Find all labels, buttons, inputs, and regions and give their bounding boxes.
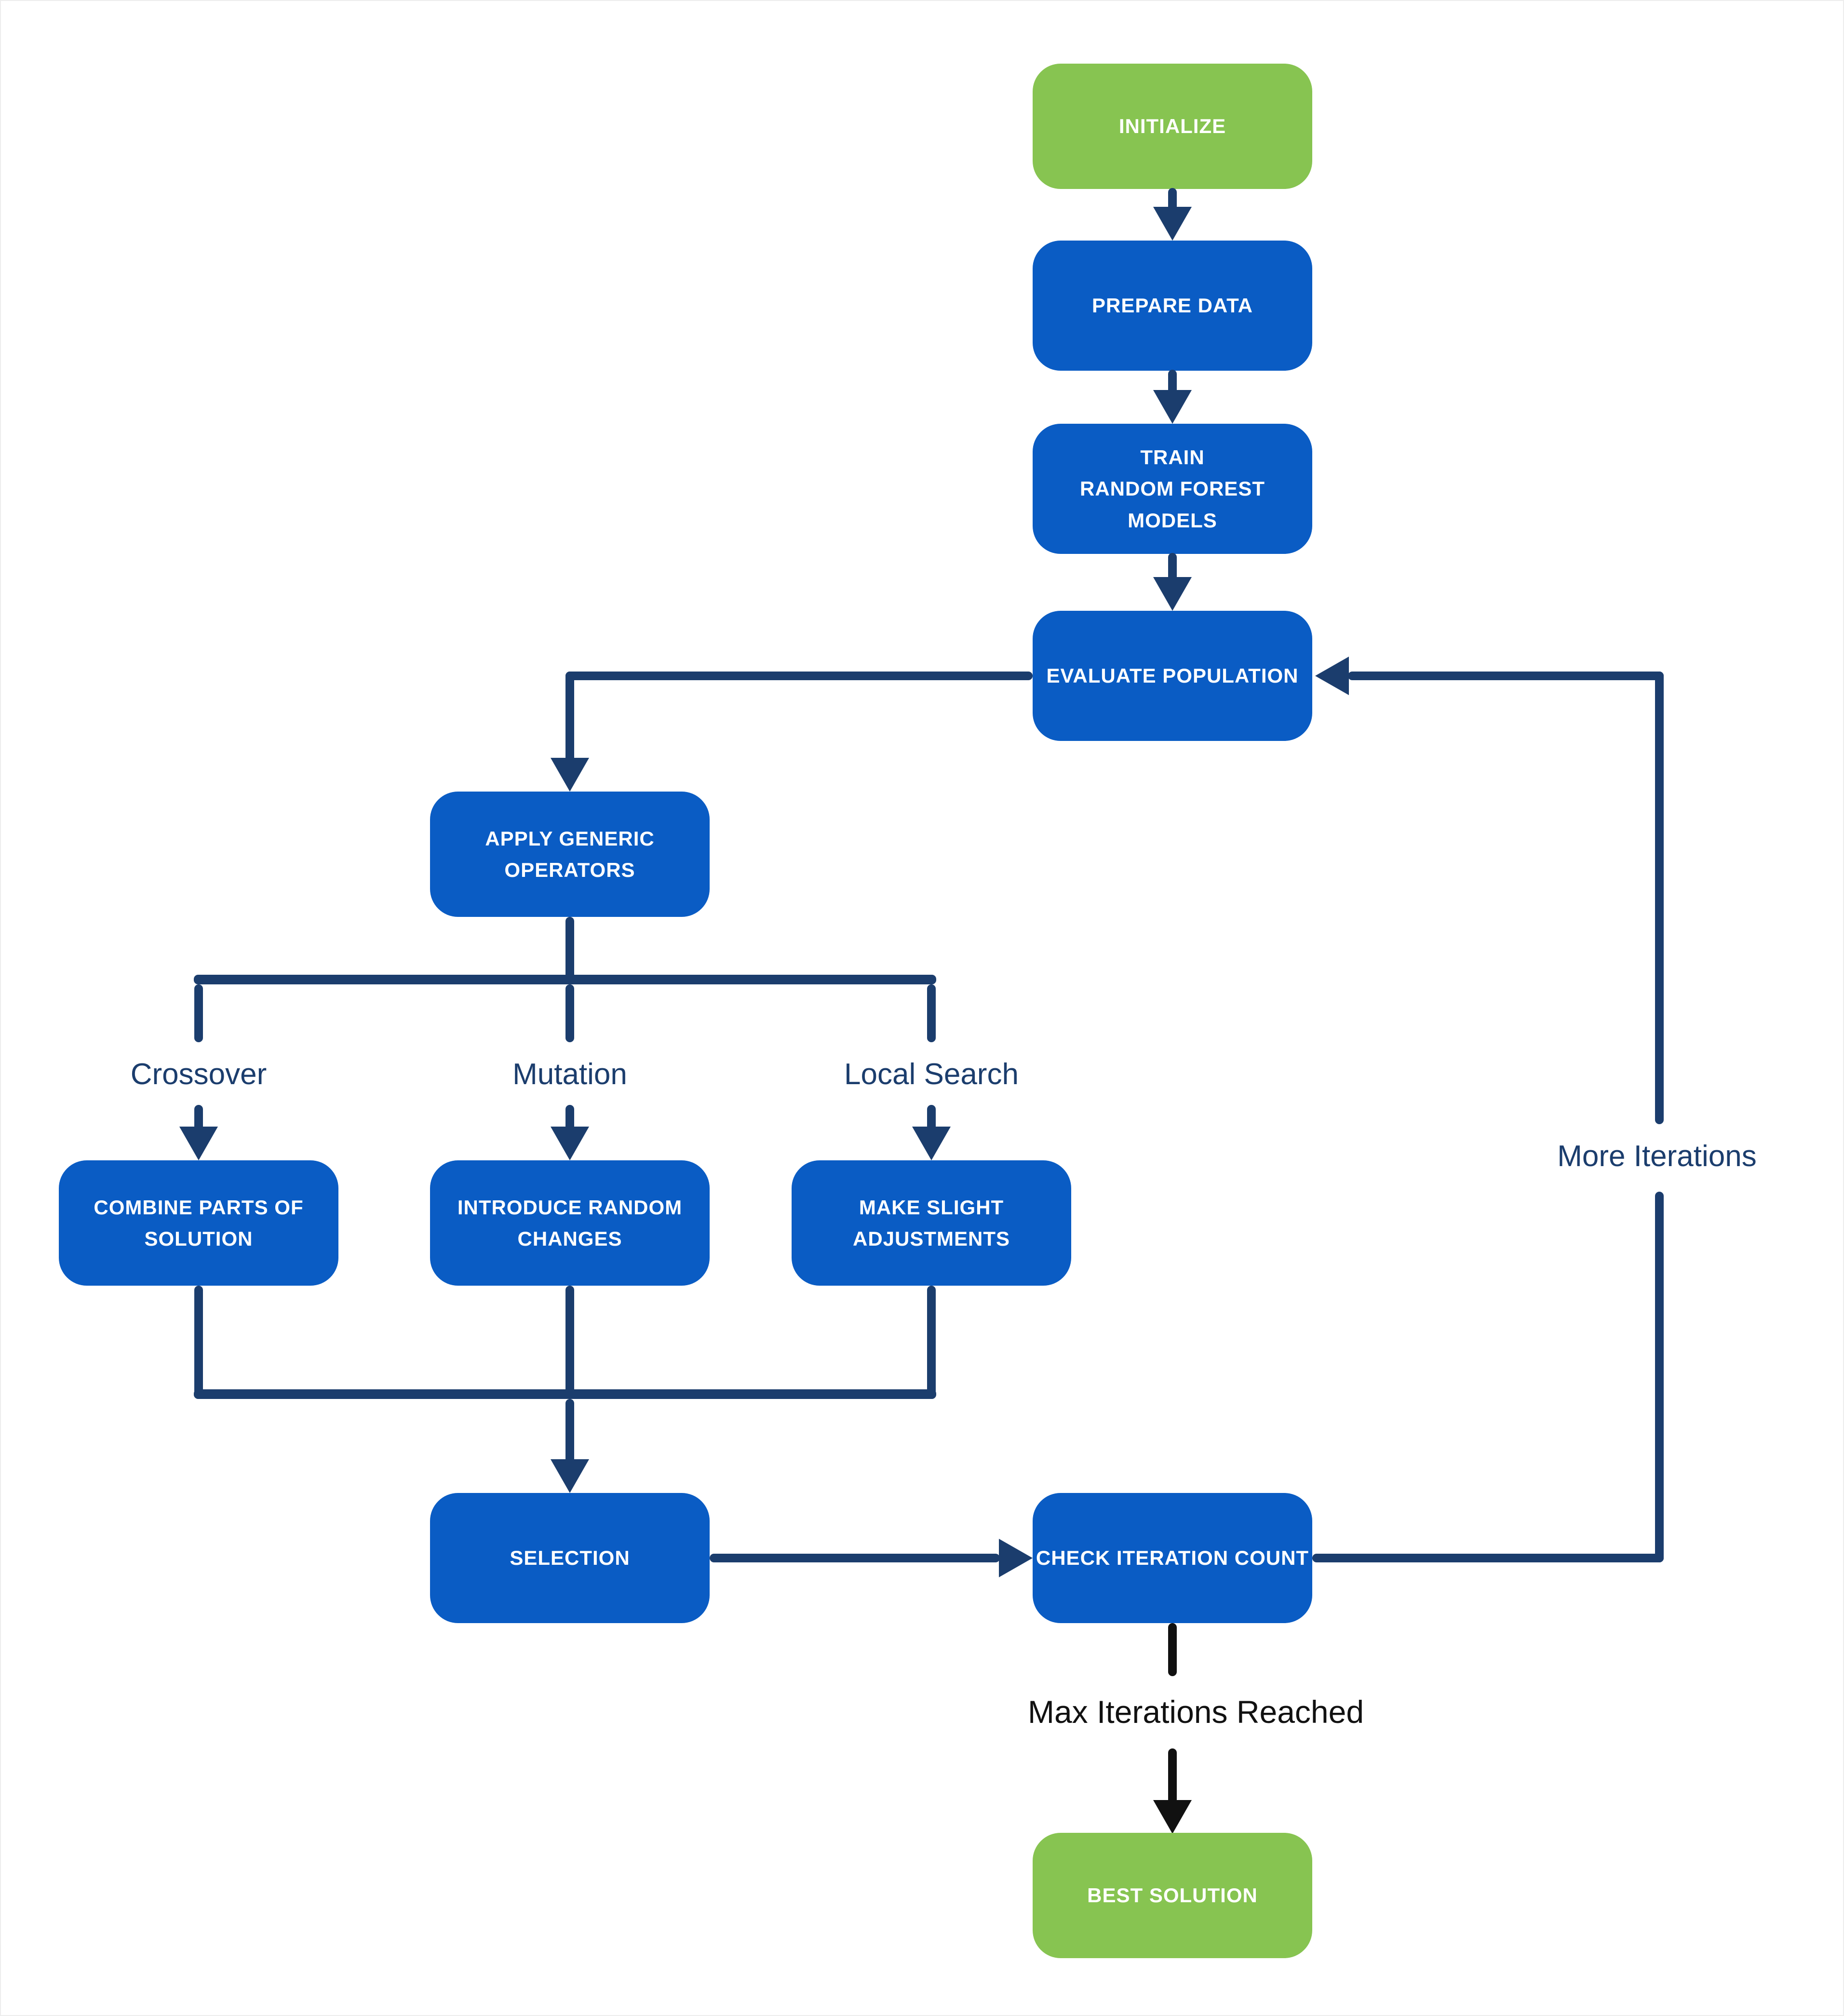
- edge-introduce-merge-vertical: [565, 1286, 574, 1399]
- node-make-slight-label: MAKE SLIGHT ADJUSTMENTS: [852, 1196, 1010, 1250]
- edge-mutation-upper: [565, 984, 574, 1042]
- edge-evaluate-apply-vertical: [565, 672, 574, 763]
- node-train-random-forest-models: TRAIN RANDOM FOREST MODELS: [1033, 424, 1312, 554]
- node-best-solution: BEST SOLUTION: [1033, 1833, 1312, 1958]
- node-selection: SELECTION: [430, 1493, 710, 1623]
- node-combine-parts-of-solution: COMBINE PARTS OF SOLUTION: [59, 1160, 338, 1286]
- edge-selection-check-arrowhead: [999, 1539, 1033, 1577]
- edge-crossover-upper: [194, 984, 203, 1042]
- edge-selection-check-shaft: [710, 1554, 1000, 1562]
- edge-train-evaluate-arrowhead: [1153, 577, 1192, 611]
- node-introduce-random-changes: INTRODUCE RANDOM CHANGES: [430, 1160, 710, 1286]
- edge-local-search-upper: [927, 984, 936, 1042]
- edge-label-local-search: Local Search: [844, 1058, 1019, 1091]
- node-evaluate-label: EVALUATE POPULATION: [1046, 664, 1299, 687]
- node-apply-label: APPLY GENERIC OPERATORS: [485, 827, 655, 881]
- node-combine-label: COMBINE PARTS OF SOLUTION: [94, 1196, 304, 1250]
- edge-mutation-arrowhead: [551, 1127, 589, 1160]
- edge-label-max-iterations: Max Iterations Reached: [1028, 1694, 1364, 1730]
- edge-crossover-arrowhead: [179, 1127, 218, 1160]
- node-introduce-label: INTRODUCE RANDOM CHANGES: [457, 1196, 683, 1250]
- node-check-iteration-label: CHECK ITERATION COUNT: [1036, 1546, 1309, 1570]
- edge-train-evaluate-shaft: [1168, 553, 1177, 583]
- node-evaluate-population: EVALUATE POPULATION: [1033, 611, 1312, 741]
- node-prepare-data: PREPARE DATA: [1033, 241, 1312, 371]
- node-check-iteration-count: CHECK ITERATION COUNT: [1033, 1493, 1312, 1623]
- edge-merge-selection-vertical: [565, 1399, 574, 1464]
- edge-merge-bar: [194, 1389, 936, 1399]
- edge-final-arrowhead: [1153, 1800, 1192, 1834]
- node-make-slight-adjustments: MAKE SLIGHT ADJUSTMENTS: [792, 1160, 1071, 1286]
- node-train-label: TRAIN RANDOM FOREST MODELS: [1080, 446, 1265, 532]
- edge-loop-bottom-horizontal: [1312, 1554, 1664, 1562]
- edge-loop-vertical-upper: [1655, 672, 1664, 1124]
- node-initialize-label: INITIALIZE: [1118, 115, 1226, 138]
- edge-final-upper: [1168, 1623, 1177, 1676]
- edge-label-crossover: Crossover: [130, 1058, 267, 1091]
- edge-label-mutation: Mutation: [512, 1058, 627, 1091]
- node-best-solution-label: BEST SOLUTION: [1087, 1884, 1258, 1907]
- edge-initialize-prepare-arrowhead: [1153, 207, 1192, 241]
- edge-final-lower: [1168, 1748, 1177, 1804]
- edge-evaluate-apply-horizontal: [565, 672, 1033, 680]
- node-selection-label: SELECTION: [510, 1546, 630, 1570]
- edge-loop-top-horizontal: [1348, 672, 1664, 680]
- node-prepare-data-label: PREPARE DATA: [1091, 294, 1253, 317]
- edge-evaluate-apply-arrowhead: [551, 758, 589, 792]
- edge-label-more-iterations: More Iterations: [1557, 1140, 1757, 1173]
- edge-combine-merge-vertical: [194, 1286, 203, 1399]
- edge-local-search-arrowhead: [912, 1127, 951, 1160]
- node-initialize: INITIALIZE: [1033, 64, 1312, 189]
- edge-loop-vertical-lower: [1655, 1192, 1664, 1562]
- edge-branch-tbar: [194, 975, 936, 984]
- node-apply-generic-operators: APPLY GENERIC OPERATORS: [430, 792, 710, 917]
- edge-apply-tbar-vertical: [565, 917, 574, 984]
- edge-make-slight-merge-vertical: [927, 1286, 936, 1399]
- edge-loop-evaluate-arrowhead: [1315, 657, 1349, 695]
- edge-merge-selection-arrowhead: [551, 1459, 589, 1493]
- edge-prepare-train-arrowhead: [1153, 390, 1192, 424]
